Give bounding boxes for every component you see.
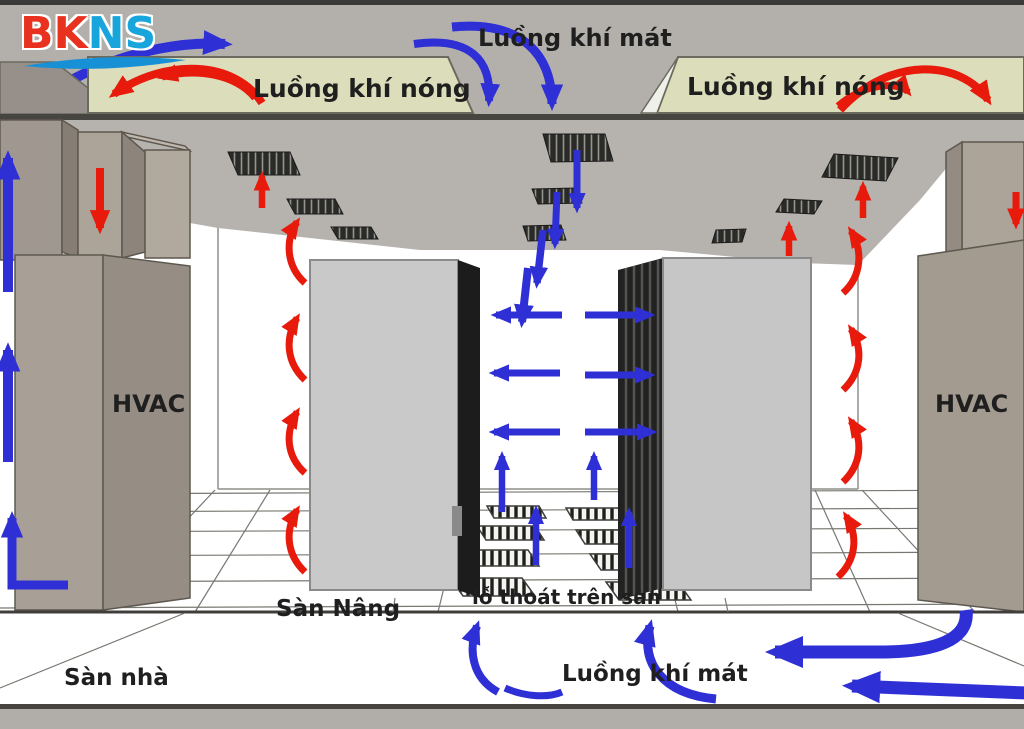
hot-air-room-arrows — [89, 168, 1024, 580]
right-hvac-unit — [917, 140, 1024, 613]
hot-air-plenum-arrows — [108, 64, 992, 113]
cool-air-arrow — [634, 619, 717, 704]
cool-air-arrow — [0, 511, 68, 590]
hot-air-arrow — [835, 74, 912, 109]
perforated-tile — [475, 525, 546, 541]
hot-air-arrow — [840, 416, 867, 485]
cool-air-arrow — [413, 38, 501, 108]
ceiling-vent-grille — [821, 153, 899, 182]
label-cool-air-top: Luồng khí mát — [478, 24, 672, 52]
ceiling-vent-grille — [542, 133, 614, 163]
hot-air-arrow — [281, 313, 308, 383]
cool-air-arrow — [461, 620, 501, 696]
building-floor — [0, 704, 1024, 729]
hot-air-arrow — [835, 511, 862, 580]
cool-air-supply-arrows — [413, 21, 564, 111]
label-hvac-right: HVAC — [935, 390, 1009, 418]
ceiling-slab-line — [0, 114, 1024, 120]
perforated-tile — [564, 507, 627, 521]
cool-air-arrow — [503, 684, 564, 700]
label-hvac-left: HVAC — [112, 390, 186, 418]
bkns-logo: BKNS — [20, 12, 156, 56]
label-house-floor: Sàn nhà — [64, 665, 169, 691]
cool-air-arrow — [529, 229, 549, 289]
ceiling-vent-grille — [286, 198, 344, 215]
logo-text-blue: NS — [87, 8, 157, 59]
label-cool-air-bottom: Luồng khí mát — [562, 661, 748, 687]
cool-air-underfloor-arrows — [0, 150, 1024, 704]
ceiling-vent-grille — [330, 226, 379, 240]
server-rack-row-left — [309, 259, 480, 598]
label-hot-air-right: Luồng khí nóng — [687, 72, 905, 101]
label-floor-vents: lỗ thoát trên sàn — [472, 585, 661, 609]
hot-air-arrow — [281, 505, 308, 575]
cool-air-arrow — [841, 671, 1024, 704]
hot-air-arrow — [156, 64, 258, 101]
ceiling-vent-grille — [775, 198, 823, 215]
cool-air-arrow — [451, 21, 564, 111]
hot-air-arrow — [840, 226, 867, 296]
cool-air-aisle-arrows — [488, 150, 658, 568]
label-raised-floor: Sàn Nâng — [276, 596, 401, 622]
cool-air-arrow — [546, 191, 565, 250]
hot-air-arrow — [281, 407, 308, 476]
hot-air-arrow — [840, 324, 867, 393]
hot-air-arrow — [280, 217, 308, 286]
ceiling-vent-grille — [711, 228, 747, 244]
ceiling-vent-grille — [227, 151, 301, 176]
left-hvac-unit — [0, 118, 193, 611]
logo-swoosh-icon — [24, 57, 186, 69]
logo-text-red: BK — [20, 8, 88, 59]
cool-air-arrow — [764, 609, 973, 669]
label-hot-air-left: Luồng khí nóng — [253, 74, 471, 103]
